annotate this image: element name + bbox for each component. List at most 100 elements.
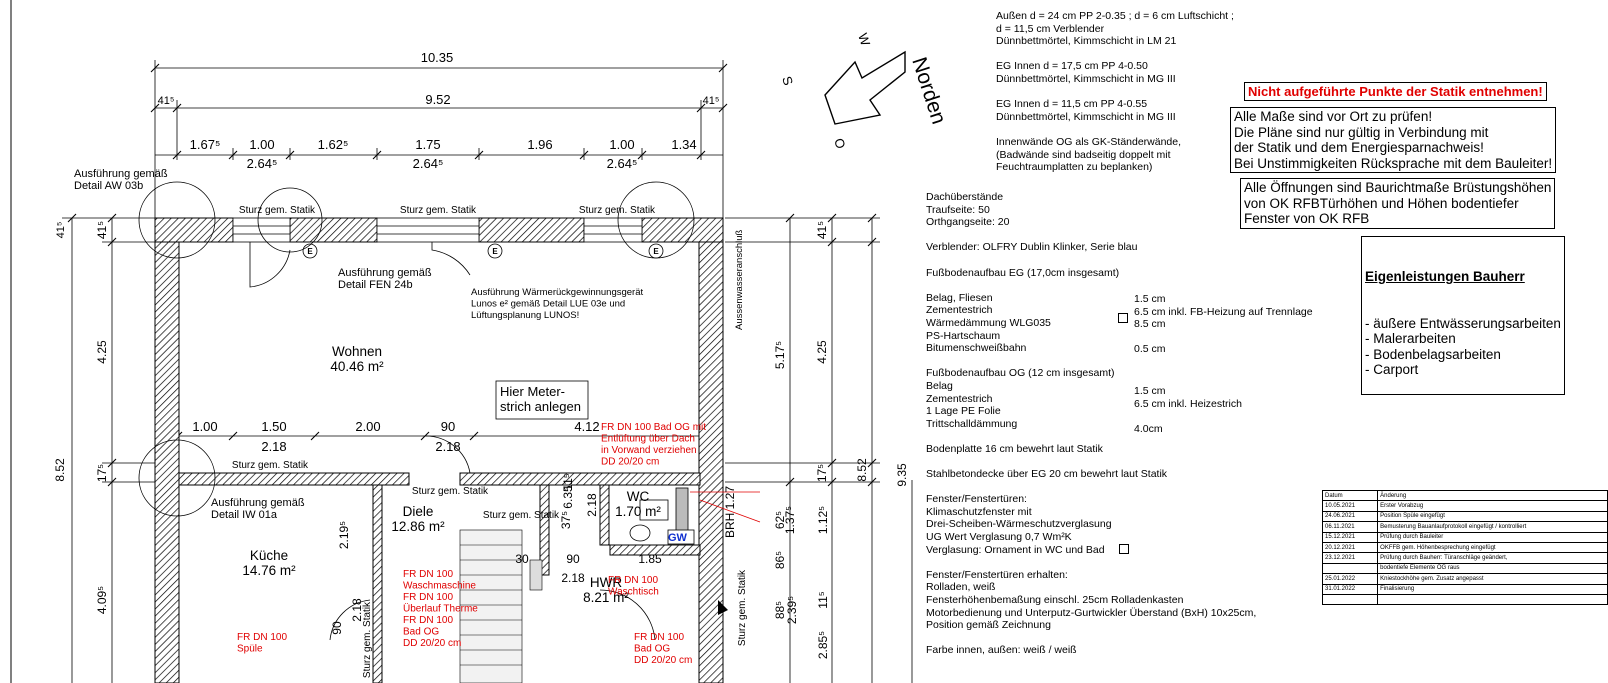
dim-mid-segment: 1.00 [192, 419, 217, 434]
red-note: Bad OG [403, 627, 439, 638]
dim-interior: 90 [330, 621, 344, 635]
dimension-lines [150, 60, 728, 441]
eigenleistungen-box: Eigenleistungen Bauherr - äußere Entwäss… [1361, 236, 1565, 395]
sturz-label: Sturz gem. Statik [232, 460, 309, 471]
compass-north: Norden [907, 54, 950, 127]
revision-change: Bemusterung Bauanlaufprotokoll eingefügt… [1377, 521, 1608, 533]
red-note: FR DN 100 [403, 569, 453, 580]
dim-mid-segment: 90 [441, 419, 455, 434]
revision-date: 20.12.2021 [1321, 541, 1379, 554]
detail-note: Detail IW 01a [211, 509, 278, 521]
spec-note-line: Fußbodenaufbau EG (17,0cm insgesamt) [926, 266, 1120, 279]
sturz-label: Sturz gem. Statik [400, 205, 477, 216]
revision-date: 15.12.2021 [1321, 531, 1379, 543]
dim-top-segment: 1.62⁵ [318, 137, 349, 152]
lueftung-note: Lunos e² gemäß Detail LUE 03e und [471, 299, 625, 310]
dim-right-outer-b: 9.35 [895, 463, 909, 487]
spec-note-line: Farbe innen, außen: weiß / weiß [926, 644, 1077, 657]
dim-interior: 30 [515, 552, 529, 566]
compass-w: W [855, 31, 873, 48]
revision-date: 23.12.2021 [1321, 552, 1379, 564]
dim-right-inner: 62⁵ [773, 511, 787, 529]
dim-mid-opening: 2.18 [261, 439, 286, 454]
revision-date [1321, 593, 1379, 606]
dim-top-segment: 1.00 [609, 137, 634, 152]
openings-box: Alle Öffnungen sind Baurichtmaße Brüstun… [1240, 178, 1556, 229]
room-name: Küche [250, 548, 288, 563]
revision-change: Erster Vorabzug [1377, 500, 1608, 512]
sturz-label: Sturz gem. Statik [239, 205, 316, 216]
dim-top-total: 10.35 [421, 50, 454, 65]
spec-value-line: 4.0cm [1134, 422, 1163, 435]
red-note: FR DN 100 [608, 575, 658, 586]
spec-note-line: Zementestrich [926, 392, 993, 405]
dim-right-inner: 86⁵ [773, 551, 787, 569]
red-note: Waschtisch [608, 587, 659, 598]
red-note: Spüle [237, 644, 263, 655]
dim-right-outer-a: 8.52 [855, 458, 869, 482]
dim-right-chain: 41⁵ [815, 221, 829, 239]
room-area: 40.46 m² [330, 359, 384, 374]
sturz-label: Sturz gem. Statik [412, 486, 489, 497]
sturz-label: Sturz gem. Statik [362, 601, 373, 678]
sturz-label: Sturz gem. Statik [737, 569, 748, 646]
spec-note-line [926, 455, 1256, 468]
dim-interior: 2.19⁵ [337, 521, 351, 549]
dim-top-segment: 1.96 [527, 137, 552, 152]
spec-note-line: UG Wert Verglasung 0,7 Wm²K [926, 531, 1072, 544]
red-note: Überlauf Therme [403, 603, 478, 615]
spec-note-line: Zementestrich [926, 304, 993, 317]
revision-change: Kniestockhöhe gem. Zusatz angepasst [1377, 573, 1608, 585]
meterstrich-box [495, 380, 589, 420]
detail-note: Ausführung gemäß [211, 497, 305, 509]
dim-left-chain: 4.09⁵ [95, 586, 109, 614]
spec-note-line: Drei-Scheiben-Wärmeschutzverglasung [926, 518, 1112, 531]
dim-interior: 2.18 [350, 598, 364, 622]
spec-note-line: Verglasung: Ornament in WC und Bad [926, 543, 1105, 556]
spec-note-line: Fensterhöhenbemaßung einschl. 25cm Rolla… [926, 594, 1184, 606]
red-note: FR DN 100 Bad OG mit [601, 422, 706, 433]
room-area: 8.21 m² [583, 590, 629, 605]
dim-interior: BRH 1.27 [723, 486, 737, 538]
dim-interior: 90 [566, 552, 580, 566]
checkbox-icon [1119, 544, 1129, 554]
spec-note-line: 1 Lage PE Folie [926, 405, 1001, 418]
revision-change: bodentiefe Elemente OG raus [1377, 562, 1608, 575]
red-note: in Vorwand verziehen [601, 445, 697, 456]
lueftung-note: Ausführung Wärmerückgewinnungsgerät [471, 287, 644, 298]
spec-value-line [1134, 410, 1242, 423]
dim-top-segment: 1.67⁵ [190, 137, 221, 152]
spec-note-line: Fußbodenaufbau OG (12 cm insgesamt) [926, 367, 1115, 380]
dim-top-segment: 1.75 [415, 137, 440, 152]
spec-note-line: Wärmedämmung WLG035 [926, 316, 1051, 329]
spec-value-line: 1.5 cm [1134, 293, 1166, 305]
dim-right-inner: 1.37⁵ [783, 506, 797, 534]
eigenleistungen-item: - Bodenbelagsarbeiten [1365, 346, 1501, 362]
revision-date: 10.05.2021 [1321, 500, 1379, 512]
room-name: Wohnen [332, 344, 382, 359]
spec-note-line: Verblender: OLFRY Dublin Klinker, Serie … [926, 241, 1138, 254]
sturz-label: Sturz gem. Statik [483, 510, 560, 521]
aussenwasser-label: Aussenwasseranschluß [734, 229, 745, 330]
room-name: HWR [590, 575, 622, 590]
dim-interior: 2.18 [561, 571, 585, 585]
dim-right-chain: 4.25 [815, 340, 829, 364]
spec-note-line: Traufseite: 50 [926, 203, 990, 216]
spec-note-line: PS-Hartschaum [926, 329, 1001, 342]
dim-top-opening: 2.64⁵ [607, 156, 638, 171]
wall-note-line: d = 11,5 cm Verblender [996, 22, 1105, 35]
revision-date: 24.06.2021 [1321, 510, 1379, 523]
spec-value-line: 6.5 cm inkl. Heizestrich [1134, 397, 1242, 410]
red-note: DD 20/20 cm [601, 457, 659, 468]
red-note: Entlüftung über Dach [601, 434, 695, 445]
dim-mid-opening: 2.18 [435, 439, 460, 454]
room-name: Diele [403, 504, 434, 519]
detail-note: Detail FEN 24b [338, 279, 413, 291]
spec-value-line [1134, 331, 1313, 344]
